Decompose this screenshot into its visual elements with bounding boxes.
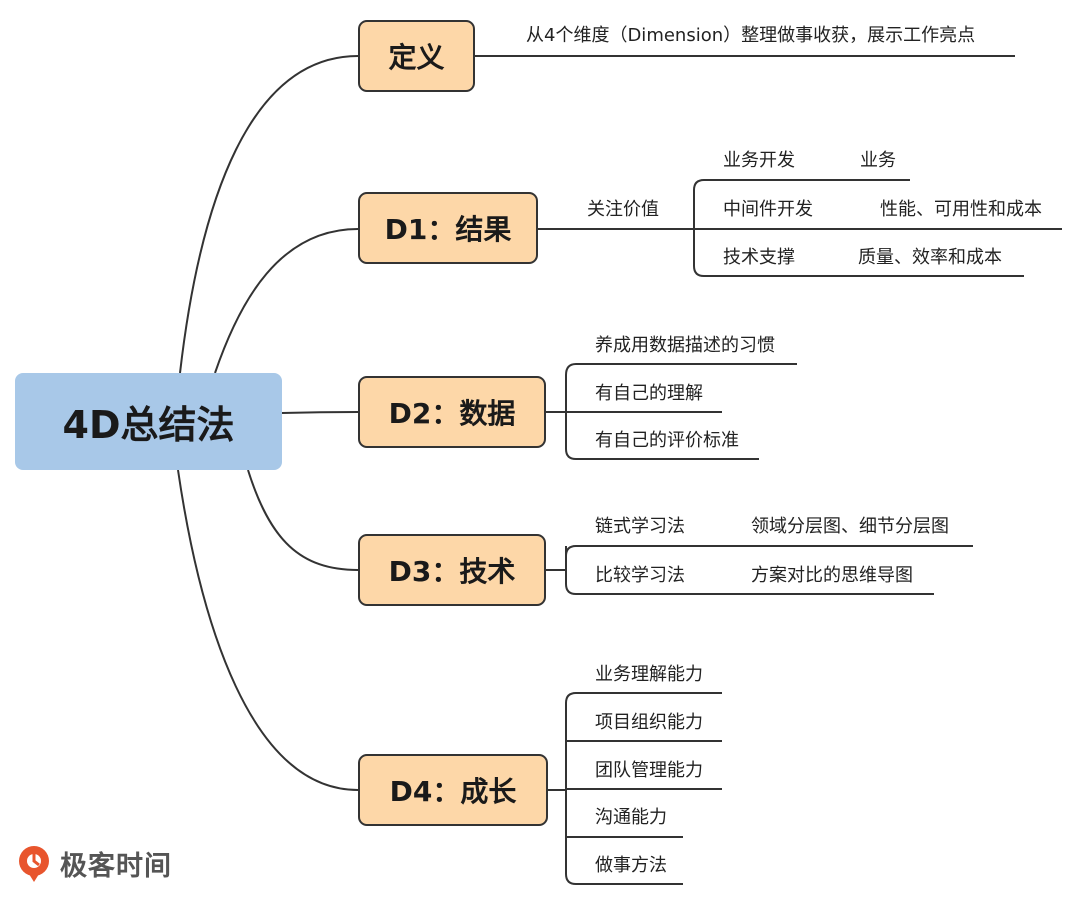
root-node: 4D总结法 (15, 373, 282, 470)
branch-d1-label: D1：结果 (384, 213, 512, 246)
d3-item-detail: 领域分层图、细节分层图 (751, 516, 949, 537)
branch-d4: D4：成长 (358, 754, 548, 826)
d1-item-label: 业务开发 (723, 150, 795, 171)
connector-d2-bracket (546, 363, 797, 460)
d3-item-label: 比较学习法 (595, 565, 685, 586)
branch-d4-label: D4：成长 (389, 775, 517, 808)
d4-item: 业务理解能力 (595, 664, 703, 685)
d1-item-label: 技术支撑 (723, 247, 795, 268)
connector-root-d1 (214, 228, 359, 374)
definition-description: 从4个维度（Dimension）整理做事收获，展示工作亮点 (526, 25, 976, 46)
d4-item: 项目组织能力 (595, 712, 703, 733)
d1-item-label: 中间件开发 (723, 199, 813, 220)
branch-d3-label: D3：技术 (388, 555, 516, 588)
connector-root-definition (179, 55, 359, 374)
d1-item-detail: 业务 (860, 150, 896, 171)
root-label: 4D总结法 (62, 403, 235, 447)
branch-d1: D1：结果 (358, 192, 538, 264)
connector-root-d4 (177, 469, 359, 791)
d2-item: 有自己的理解 (595, 383, 703, 404)
branch-definition: 定义 (358, 20, 475, 92)
branch-d2: D2：数据 (358, 376, 546, 448)
geektime-logo-icon (19, 846, 49, 882)
brand-logo: 极客时间 (14, 843, 172, 883)
connector-d3-bracket (546, 545, 973, 595)
brand-name: 极客时间 (60, 850, 172, 882)
d1-item-detail: 性能、可用性和成本 (880, 199, 1042, 220)
d4-item: 沟通能力 (595, 807, 667, 828)
connector-root-d2 (281, 411, 359, 414)
d2-item: 有自己的评价标准 (595, 430, 739, 451)
d3-item-detail: 方案对比的思维导图 (751, 565, 913, 586)
d4-item: 做事方法 (595, 855, 667, 876)
d2-item: 养成用数据描述的习惯 (595, 335, 775, 356)
connector-d4-bracket (548, 692, 722, 885)
connector-d1-bracket (693, 179, 705, 277)
branch-d3: D3：技术 (358, 534, 546, 606)
d3-item-label: 链式学习法 (595, 516, 685, 537)
branch-d2-label: D2：数据 (388, 397, 516, 430)
d4-item: 团队管理能力 (595, 760, 703, 781)
branch-definition-label: 定义 (388, 41, 445, 74)
d1-item-detail: 质量、效率和成本 (858, 247, 1002, 268)
d1-focus: 关注价值 (587, 199, 659, 220)
connector-root-d3 (247, 469, 359, 571)
